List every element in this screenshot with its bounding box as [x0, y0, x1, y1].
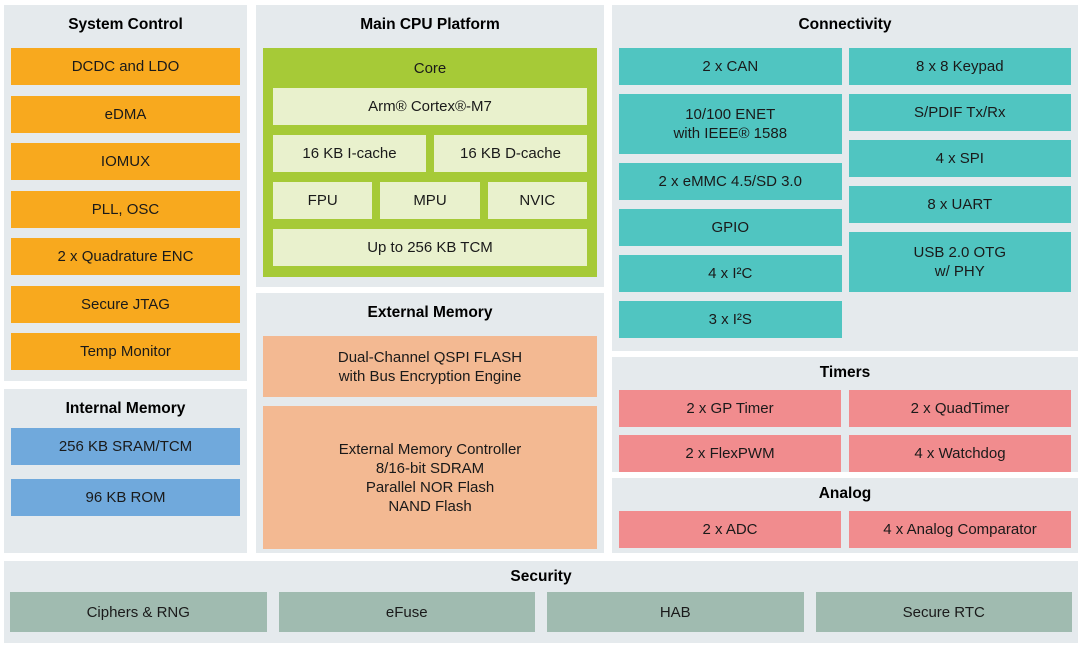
block-icache: 16 KB I-cache [273, 135, 426, 172]
cache-row: 16 KB I-cache 16 KB D-cache [273, 135, 587, 172]
block-keypad: 8 x 8 Keypad [848, 48, 1071, 85]
fpu-mpu-nvic-row: FPU MPU NVIC [273, 182, 587, 219]
block-efuse: eFuse [278, 592, 535, 632]
block-pll-osc: PLL, OSC [11, 190, 240, 228]
block-i2s: 3 x I²S [619, 301, 842, 338]
connectivity-columns: 2 x CAN 10/100 ENET with IEEE® 1588 2 x … [612, 48, 1078, 338]
block-gp-timer: 2 x GP Timer [619, 390, 841, 427]
block-emmc-sd: 2 x eMMC 4.5/SD 3.0 [619, 163, 842, 200]
system-control-title: System Control [68, 16, 183, 33]
block-uart: 8 x UART [848, 186, 1071, 223]
panel-system-control: System Control DCDC and LDO eDMA IOMUX P… [4, 5, 247, 381]
block-tcm: Up to 256 KB TCM [273, 229, 587, 266]
external-memory-list: Dual-Channel QSPI FLASH with Bus Encrypt… [256, 336, 604, 549]
block-rom: 96 KB ROM [11, 479, 240, 516]
block-watchdog: 4 x Watchdog [849, 435, 1071, 472]
block-flexpwm: 2 x FlexPWM [619, 435, 841, 472]
security-grid: Ciphers & RNG eFuse HAB Secure RTC [4, 592, 1078, 632]
connectivity-left-column: 2 x CAN 10/100 ENET with IEEE® 1588 2 x … [619, 48, 842, 338]
panel-connectivity: Connectivity 2 x CAN 10/100 ENET with IE… [612, 5, 1078, 351]
block-secure-rtc: Secure RTC [815, 592, 1072, 632]
block-dcache: 16 KB D-cache [434, 135, 587, 172]
block-secure-jtag: Secure JTAG [11, 285, 240, 323]
block-mpu: MPU [380, 182, 480, 219]
block-enet: 10/100 ENET with IEEE® 1588 [619, 94, 842, 154]
core-container: Core Arm® Cortex®-M7 16 KB I-cache 16 KB… [263, 48, 597, 277]
panel-timers: Timers 2 x GP Timer 2 x QuadTimer 2 x Fl… [612, 357, 1078, 472]
block-gpio: GPIO [619, 209, 842, 246]
block-temp-monitor: Temp Monitor [11, 333, 240, 370]
block-spi: 4 x SPI [848, 140, 1071, 177]
block-ciphers-rng: Ciphers & RNG [10, 592, 267, 632]
block-quadrature-enc: 2 x Quadrature ENC [11, 238, 240, 275]
block-analog-comparator: 4 x Analog Comparator [849, 511, 1071, 548]
main-cpu-platform-title: Main CPU Platform [360, 16, 500, 33]
system-control-list: DCDC and LDO eDMA IOMUX PLL, OSC 2 x Qua… [4, 48, 247, 370]
block-edma: eDMA [11, 95, 240, 133]
timers-grid: 2 x GP Timer 2 x QuadTimer 2 x FlexPWM 4… [612, 390, 1078, 472]
panel-external-memory: External Memory Dual-Channel QSPI FLASH … [256, 293, 604, 553]
panel-main-cpu-platform: Main CPU Platform Core Arm® Cortex®-M7 1… [256, 5, 604, 287]
block-adc: 2 x ADC [619, 511, 841, 548]
block-dcdc-ldo: DCDC and LDO [11, 48, 240, 85]
block-sram-tcm: 256 KB SRAM/TCM [11, 428, 240, 465]
block-cortex-m7: Arm® Cortex®-M7 [273, 88, 587, 125]
block-external-memory-controller: External Memory Controller 8/16-bit SDRA… [263, 406, 597, 549]
block-nvic: NVIC [487, 182, 587, 219]
block-fpu: FPU [273, 182, 373, 219]
connectivity-title: Connectivity [798, 16, 892, 33]
block-hab: HAB [547, 592, 804, 632]
security-title: Security [510, 568, 572, 585]
block-usb-otg: USB 2.0 OTG w/ PHY [848, 232, 1071, 292]
internal-memory-title: Internal Memory [65, 400, 186, 417]
internal-memory-list: 256 KB SRAM/TCM 96 KB ROM [4, 428, 247, 516]
connectivity-right-column: 8 x 8 Keypad S/PDIF Tx/Rx 4 x SPI 8 x UA… [848, 48, 1071, 292]
block-can: 2 x CAN [619, 48, 842, 85]
external-memory-title: External Memory [367, 304, 493, 321]
core-label: Core [413, 60, 447, 77]
panel-security: Security Ciphers & RNG eFuse HAB Secure … [4, 561, 1078, 643]
block-spdif: S/PDIF Tx/Rx [848, 94, 1071, 131]
block-qspi-flash: Dual-Channel QSPI FLASH with Bus Encrypt… [263, 336, 597, 397]
timers-title: Timers [819, 364, 871, 381]
block-quadtimer: 2 x QuadTimer [849, 390, 1071, 427]
panel-internal-memory: Internal Memory 256 KB SRAM/TCM 96 KB RO… [4, 389, 247, 553]
panel-analog: Analog 2 x ADC 4 x Analog Comparator [612, 478, 1078, 553]
analog-grid: 2 x ADC 4 x Analog Comparator [612, 511, 1078, 548]
analog-title: Analog [818, 485, 872, 502]
block-i2c: 4 x I²C [619, 255, 842, 292]
block-iomux: IOMUX [11, 143, 240, 180]
